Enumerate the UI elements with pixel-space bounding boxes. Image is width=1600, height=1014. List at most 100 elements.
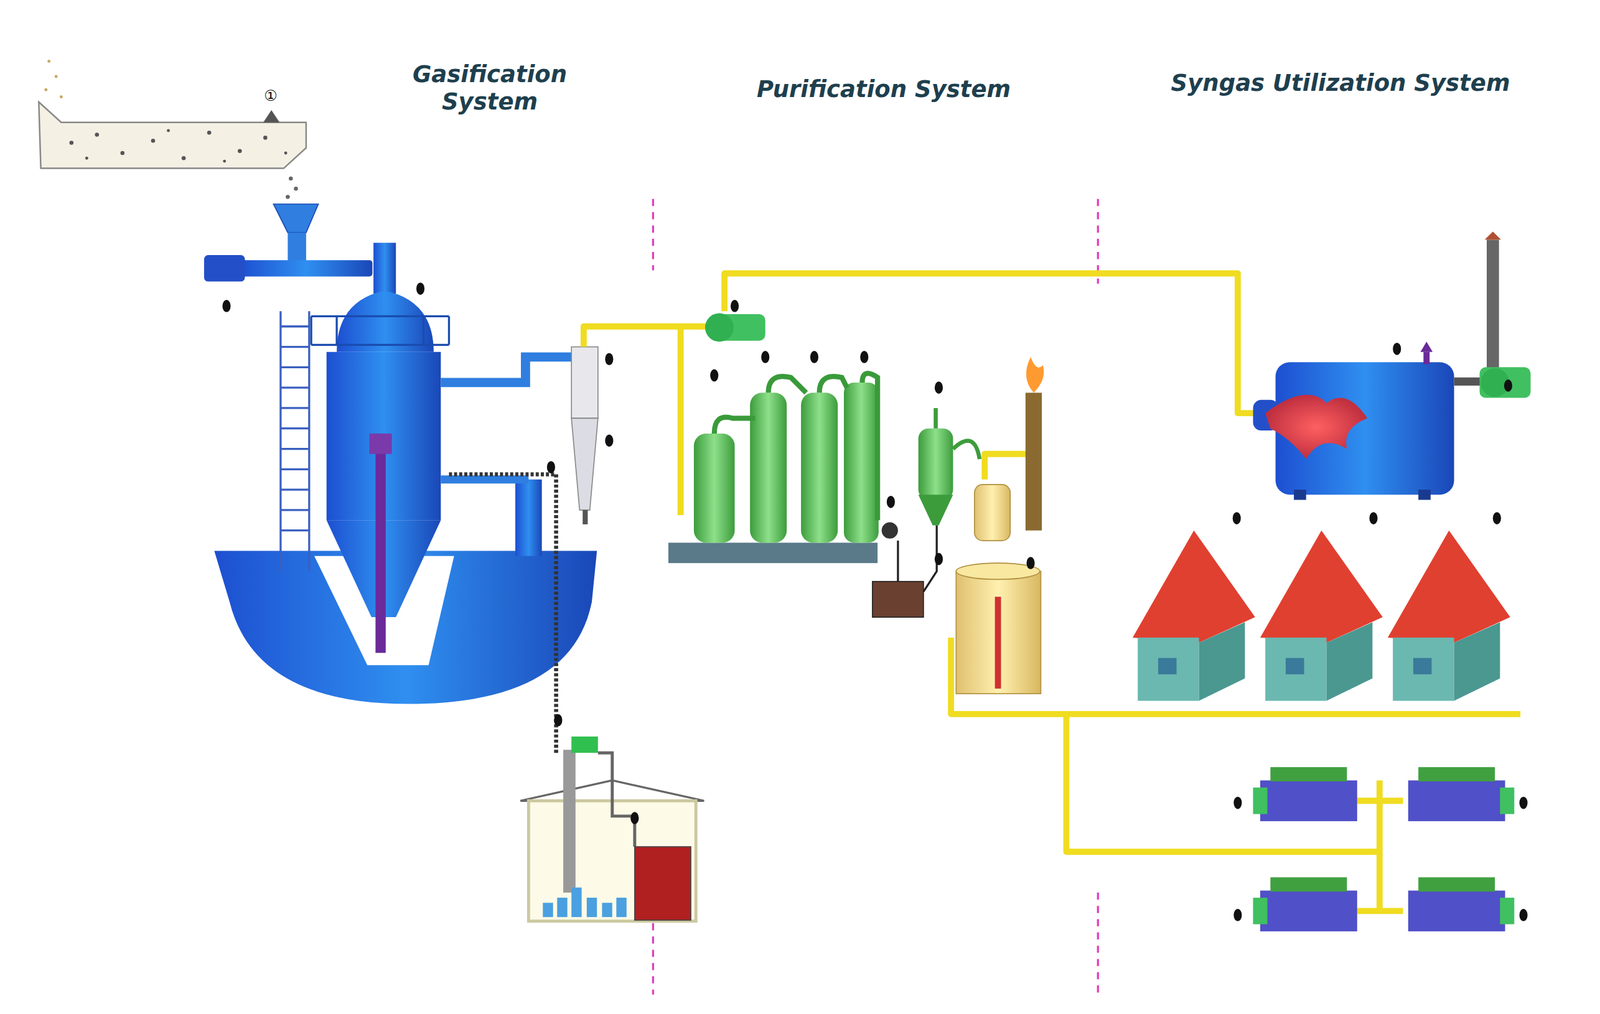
scrubber-towers [872, 581, 924, 618]
generator-sets [1253, 787, 1268, 815]
callout-marker [1026, 556, 1035, 570]
callout-marker [416, 282, 425, 295]
gasifier [311, 316, 449, 345]
boiler [1479, 367, 1531, 398]
section-divider [652, 199, 1098, 996]
callout-marker [1492, 512, 1502, 525]
scrubber-towers [918, 428, 954, 501]
screw-feeder [204, 255, 246, 282]
feed-conveyor [85, 156, 89, 160]
houses [1454, 622, 1501, 701]
callout-marker [730, 299, 739, 313]
generator-sets [1260, 780, 1358, 822]
callout-marker [761, 350, 770, 364]
generator-sets [1499, 898, 1515, 925]
scrubber-towers [862, 373, 879, 521]
ash-handling [571, 888, 582, 918]
boiler [1418, 489, 1431, 500]
flare-stack [974, 484, 1011, 541]
gasifier [279, 311, 282, 572]
feed-conveyor [38, 59, 307, 200]
section-heading: Purification System [665, 75, 1102, 104]
ash-handling [556, 898, 567, 918]
gasifier [440, 357, 572, 383]
houses [1132, 530, 1256, 702]
callout-marker [1392, 342, 1401, 356]
gas-holder [955, 563, 1041, 694]
houses [1158, 658, 1177, 675]
feed-conveyor [285, 176, 299, 200]
gas-pipe [583, 326, 715, 348]
gasifier [280, 509, 310, 511]
generator-sets [1499, 787, 1515, 815]
ash-handling [563, 749, 576, 894]
feed-conveyor [151, 138, 156, 144]
scrubber-towers [668, 373, 980, 618]
houses [1326, 622, 1373, 701]
houses [1260, 530, 1383, 643]
cyclone [571, 347, 599, 419]
callout-number: ① [258, 87, 284, 105]
callout-marker [886, 495, 895, 509]
scrubber-towers [881, 522, 899, 539]
generator-sets [1408, 780, 1506, 822]
ash-handling [528, 800, 696, 922]
boiler [1420, 341, 1433, 352]
ash-handling [542, 888, 627, 918]
houses [1260, 530, 1383, 702]
generator-sets [1408, 891, 1506, 933]
callout-marker [604, 352, 613, 366]
gasifier [422, 316, 425, 345]
generator-sets [1418, 877, 1495, 892]
scrubber-towers [918, 494, 954, 526]
callout-marker [934, 553, 943, 566]
callout-marker [1519, 909, 1528, 922]
section-divider [1097, 893, 1100, 996]
gasifier [335, 316, 338, 345]
scrubber-towers [843, 382, 879, 543]
ash-handling [601, 902, 612, 918]
gas-holder [955, 571, 1041, 694]
gasifier [280, 529, 310, 532]
houses [1285, 658, 1305, 675]
boiler [1253, 231, 1531, 500]
boiler [1484, 231, 1502, 240]
feed-conveyor [54, 75, 58, 79]
gas-holder [995, 596, 1002, 689]
ash-handling [586, 898, 597, 918]
generator-sets [1408, 877, 1515, 932]
boiler [1265, 395, 1368, 460]
callout-marker [630, 812, 639, 825]
callout-marker [810, 350, 819, 364]
scrubber-towers [898, 525, 937, 593]
gasifier [280, 407, 310, 409]
gasifier [308, 311, 310, 572]
gasifier [311, 344, 449, 347]
ash-handling [571, 736, 599, 754]
callout-marker [222, 282, 1528, 922]
section-divider [652, 923, 655, 996]
gasifier [311, 315, 449, 318]
ash-handling [542, 902, 553, 918]
houses [1387, 530, 1511, 643]
scrubber-towers [693, 433, 735, 543]
feed-conveyor [237, 148, 243, 154]
gasifier [280, 386, 310, 389]
scrubber-towers [749, 392, 787, 543]
feed-conveyor [44, 59, 63, 99]
gasifier [280, 448, 310, 450]
flare-stack [1026, 357, 1044, 393]
boiler [1423, 352, 1430, 365]
gasifier [448, 316, 450, 345]
gas-pipe [1066, 714, 1380, 852]
generator-sets [1408, 767, 1515, 822]
gasifier [280, 311, 310, 572]
callout-marker [1519, 797, 1528, 810]
cyclone [571, 347, 599, 525]
feed-conveyor [181, 156, 187, 161]
feed-conveyor [44, 88, 48, 92]
boiler [1486, 239, 1500, 383]
fan [705, 313, 734, 342]
